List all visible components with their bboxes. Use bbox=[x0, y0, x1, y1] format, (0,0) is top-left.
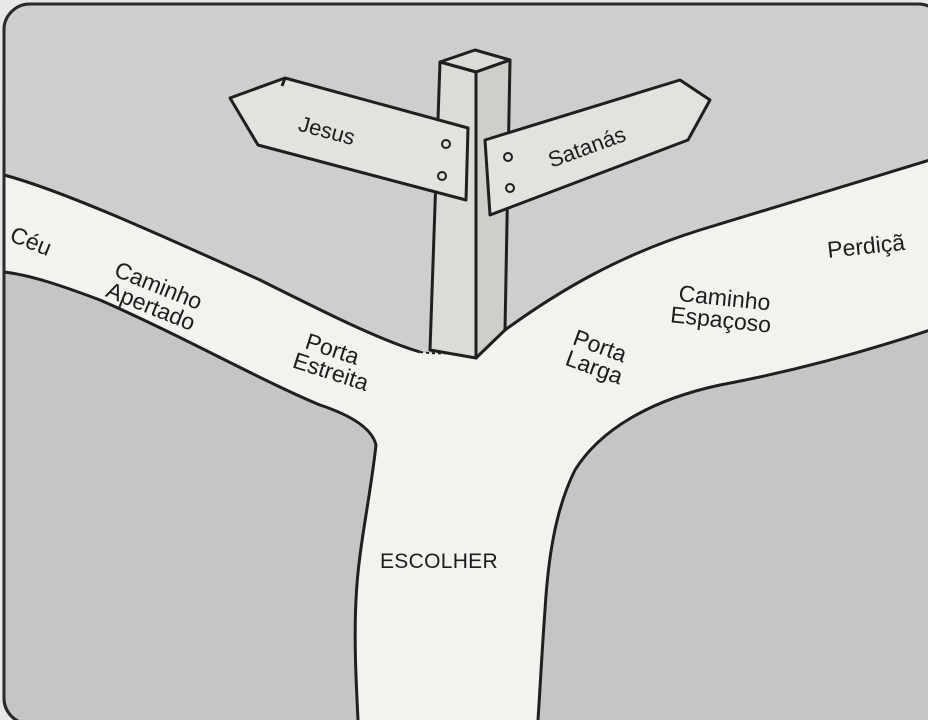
satanas-sign-board bbox=[483, 78, 712, 217]
right-road-lower-edge bbox=[536, 329, 928, 720]
right-road-upper-edge bbox=[504, 159, 928, 332]
escolher-label: ESCOLHER bbox=[380, 550, 498, 573]
jesus-sign bbox=[228, 76, 470, 202]
caminho-espacoso-label: Caminho Espaçoso bbox=[669, 280, 774, 338]
satanas-sign bbox=[483, 78, 712, 217]
left-road-upper-edge bbox=[3, 173, 421, 354]
jesus-sign-board bbox=[228, 76, 470, 202]
left-road-lower-edge bbox=[3, 270, 378, 720]
roads bbox=[4, 160, 928, 720]
